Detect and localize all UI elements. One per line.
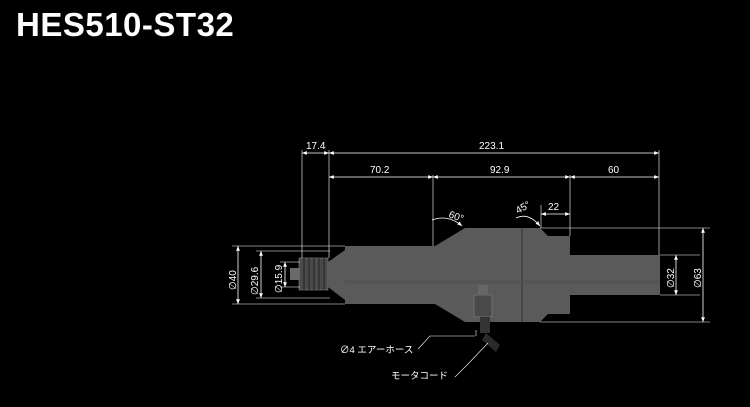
motor-cord-label: モータコード (391, 371, 448, 382)
rear-cylinder (345, 246, 435, 304)
spindle-body (290, 228, 660, 322)
dia-40: ∅40 (228, 270, 239, 290)
dia-29-6: ∅29.6 (250, 266, 261, 295)
dim-92-9: 92.9 (490, 165, 510, 176)
dim-22: 22 (548, 202, 560, 213)
dimension-lines (232, 150, 710, 323)
page-title: HES510-ST32 (16, 6, 235, 43)
front-chamfer (540, 228, 570, 322)
cone-section (435, 228, 465, 322)
rear-taper (328, 250, 345, 300)
dim-60: 60 (608, 165, 620, 176)
dim-70-2: 70.2 (370, 165, 390, 176)
air-hose-label: ∅4 エアーホース (340, 345, 413, 356)
rear-shaft (290, 268, 300, 280)
dia-63: ∅63 (693, 268, 704, 288)
angle-60: 60° (447, 209, 465, 225)
output-shaft (570, 255, 660, 295)
leader-lines (417, 330, 489, 378)
dia-32: ∅32 (666, 268, 677, 288)
collet-ridges (303, 258, 325, 290)
angle-45: 45° (514, 200, 533, 217)
air-hose-fitting (473, 285, 500, 352)
dia-15-9: ∅15.9 (274, 264, 285, 293)
dim-17-4: 17.4 (306, 141, 326, 152)
dim-223-1: 223.1 (479, 141, 504, 152)
